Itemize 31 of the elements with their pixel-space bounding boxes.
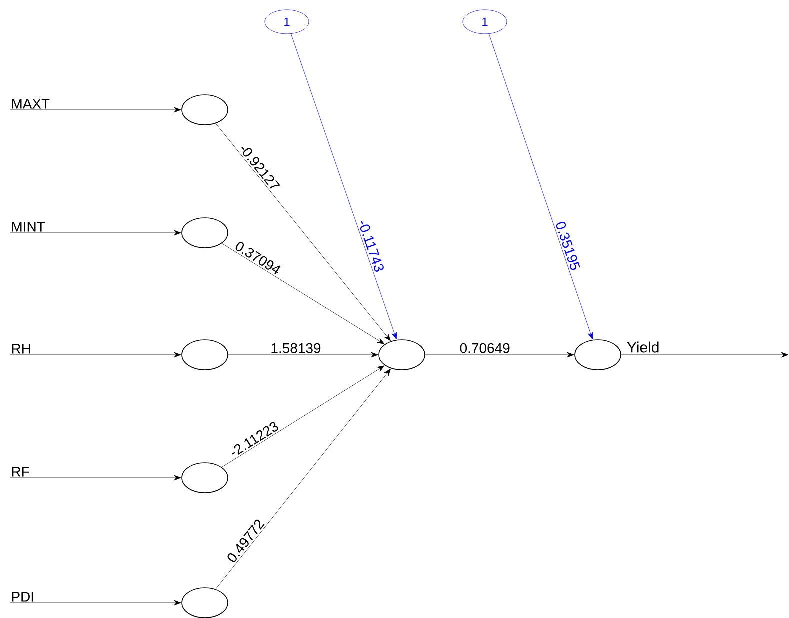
neuron-circle — [182, 340, 228, 370]
input-label: RH — [12, 344, 30, 354]
arrow — [290, 34, 398, 340]
arrow — [228, 352, 378, 358]
arrow — [222, 366, 385, 468]
input-label: PDI — [12, 592, 34, 602]
arrow — [488, 34, 594, 340]
arrow — [10, 352, 182, 358]
output-label: Yield — [627, 342, 659, 353]
edge-label: 1.58139 — [272, 343, 321, 354]
arrow — [216, 368, 392, 590]
arrow — [216, 123, 391, 342]
bias-node: 1 — [264, 10, 310, 34]
edge-label: -0.11743 — [360, 221, 384, 272]
input-label: MAXT — [12, 99, 50, 109]
neuron-circle — [182, 462, 228, 494]
arrow — [10, 107, 182, 113]
arrow — [10, 475, 182, 481]
arrow — [425, 352, 574, 358]
bias-node: 1 — [462, 10, 508, 34]
neuron-circle — [182, 218, 228, 248]
arrow — [10, 230, 182, 236]
input-label: MINT — [12, 222, 46, 232]
arrow — [222, 243, 385, 344]
neuron-circle — [182, 94, 228, 126]
neuron-circle — [574, 340, 622, 370]
arrow — [621, 352, 789, 358]
neuron-circle — [378, 340, 426, 370]
edge-label: 0.70649 — [460, 343, 510, 354]
input-label: RF — [12, 467, 30, 477]
arrow — [10, 600, 182, 606]
